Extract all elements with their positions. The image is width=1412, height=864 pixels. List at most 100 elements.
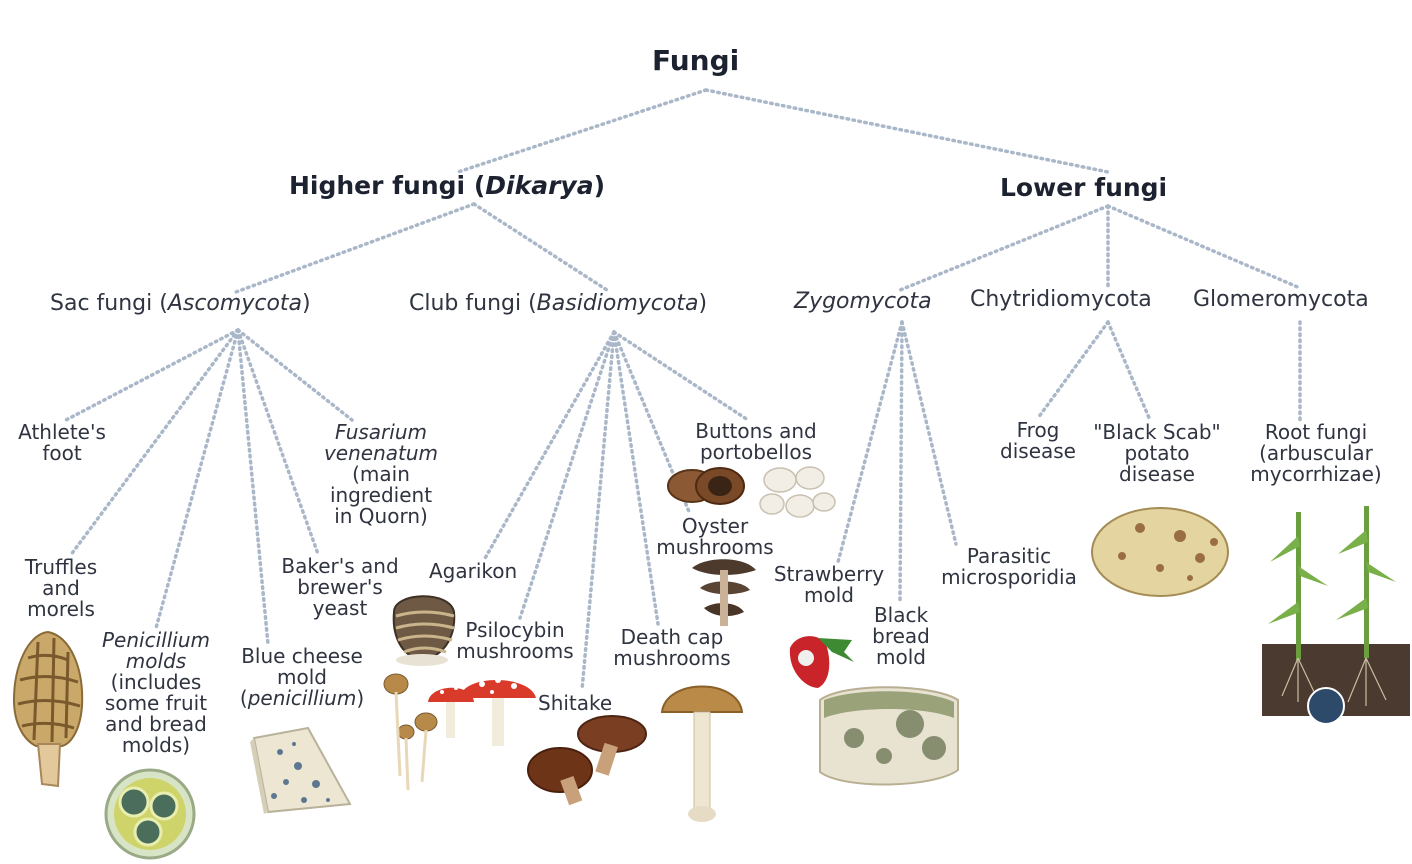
leaf-line: Shitake [538, 693, 612, 714]
leaf-blue-cheese: Blue cheese mold (penicillium) [232, 646, 372, 709]
node-fungi-label: Fungi [652, 44, 739, 77]
leaf-line: microsporidia [933, 567, 1085, 588]
leaf-line: foot [13, 443, 111, 464]
node-fungi: Fungi [652, 46, 739, 75]
leaf-buttons-portobellos: Buttons and portobellos [685, 421, 827, 463]
leaf-line: Agarikon [429, 561, 517, 582]
death-cap-illustration [658, 676, 746, 824]
sac-fungi-taxon: Ascomycota [168, 291, 302, 316]
link-zygo-strawberry [838, 322, 902, 562]
leaf-line: Penicillium [94, 630, 218, 651]
leaf-line: morels [12, 599, 110, 620]
link-higher-sac [236, 204, 474, 292]
sac-fungi-label: Sac fungi ( [50, 291, 168, 316]
leaf-line: "Black Scab" [1083, 422, 1231, 443]
leaf-line: and bread [94, 714, 218, 735]
node-higher-fungi: Higher fungi (Dikarya) [289, 173, 605, 199]
leaf-line: Blue cheese [232, 646, 372, 667]
leaf-line: mycorrhizae) [1240, 464, 1392, 485]
link-sac-penicillium [156, 330, 238, 628]
higher-fungi-label: Higher fungi ( [289, 171, 485, 200]
leaf-line: mushrooms [449, 641, 581, 662]
potato-illustration [1090, 506, 1230, 598]
link-club-deathcap [614, 332, 658, 624]
link-higher-club [474, 204, 610, 292]
leaf-line: potato [1083, 443, 1231, 464]
leaf-line: Frog [995, 420, 1081, 441]
paren-open: ( [240, 686, 248, 710]
club-fungi-close: ) [698, 291, 707, 316]
link-zygo-blackbread [900, 322, 902, 602]
button-mushroom-illustration [756, 462, 836, 524]
moldy-bread-illustration [814, 678, 964, 794]
leaf-line: disease [995, 441, 1081, 462]
leaf-line: in Quorn) [318, 506, 444, 527]
oyster-mushroom-illustration [686, 556, 760, 628]
leaf-line: Truffles [12, 557, 110, 578]
link-zygo-microsporidia [902, 322, 956, 544]
leaf-line: some fruit [94, 693, 218, 714]
leaf-strawberry-mold: Strawberry mold [765, 564, 893, 606]
leaf-line: (includes [94, 672, 218, 693]
glomeromycota-label: Glomeromycota [1193, 287, 1369, 312]
leaf-line: (penicillium) [232, 688, 372, 709]
zygomycota-label: Zygomycota [794, 289, 932, 314]
higher-fungi-close: ) [594, 171, 605, 200]
paren-close: ) [356, 686, 364, 710]
leaf-line: mold [232, 667, 372, 688]
chytridiomycota-label: Chytridiomycota [970, 287, 1152, 312]
node-chytridiomycota: Chytridiomycota [970, 288, 1152, 311]
link-lower-zygo [900, 206, 1108, 290]
morel-illustration [8, 628, 88, 792]
leaf-line: Strawberry [765, 564, 893, 585]
leaf-penicillium-molds: Penicillium molds (includes some fruit a… [94, 630, 218, 756]
agarikon-illustration [384, 582, 460, 668]
portobello-illustration [664, 464, 748, 508]
leaf-line: Buttons and [685, 421, 827, 442]
leaf-line: mushrooms [604, 648, 740, 669]
leaf-line: portobellos [685, 442, 827, 463]
node-sac-fungi: Sac fungi (Ascomycota) [50, 292, 311, 315]
leaf-black-scab: "Black Scab" potato disease [1083, 422, 1231, 485]
leaf-line: disease [1083, 464, 1231, 485]
leaf-line: Black [862, 605, 940, 626]
leaf-line: mushrooms [648, 537, 782, 558]
leaf-line: Parasitic [933, 546, 1085, 567]
leaf-line: molds) [94, 735, 218, 756]
amanita-illustration [426, 668, 542, 752]
leaf-psilocybin: Psilocybin mushrooms [449, 620, 581, 662]
node-club-fungi: Club fungi (Basidiomycota) [409, 292, 707, 315]
link-lower-glomero [1108, 206, 1300, 288]
leaf-frog-disease: Frog disease [995, 420, 1081, 462]
leaf-root-fungi: Root fungi (arbuscular mycorrhizae) [1240, 422, 1392, 485]
leaf-line: Baker's and [270, 556, 410, 577]
leaf-line: ingredient [318, 485, 444, 506]
leaf-agarikon: Agarikon [429, 561, 517, 582]
blue-cheese-illustration [246, 722, 356, 816]
sac-fungi-close: ) [302, 291, 311, 316]
leaf-line: Athlete's [13, 422, 111, 443]
node-glomeromycota: Glomeromycota [1193, 288, 1369, 311]
leaf-death-cap: Death cap mushrooms [604, 627, 740, 669]
leaf-line: (arbuscular [1240, 443, 1392, 464]
leaf-line: and [12, 578, 110, 599]
node-lower-fungi: Lower fungi [1000, 175, 1167, 201]
leaf-line: bread [862, 626, 940, 647]
link-chytrid-scab [1108, 322, 1150, 420]
leaf-athletes-foot: Athlete's foot [13, 422, 111, 464]
leaf-microsporidia: Parasitic microsporidia [933, 546, 1085, 588]
leaf-line: (main [318, 464, 444, 485]
leaf-black-bread-mold: Black bread mold [862, 605, 940, 668]
leaf-line: Root fungi [1240, 422, 1392, 443]
lower-fungi-label: Lower fungi [1000, 173, 1167, 202]
leaf-line: mold [862, 647, 940, 668]
shiitake-illustration [526, 714, 650, 808]
leaf-line: Death cap [604, 627, 740, 648]
leaf-line: Psilocybin [449, 620, 581, 641]
link-chytrid-frog [1038, 322, 1108, 418]
leaf-line: venenatum [318, 443, 444, 464]
leaf-fusarium: Fusarium venenatum (main ingredient in Q… [318, 422, 444, 527]
link-sac-yeast [238, 330, 318, 554]
leaf-line: molds [94, 651, 218, 672]
